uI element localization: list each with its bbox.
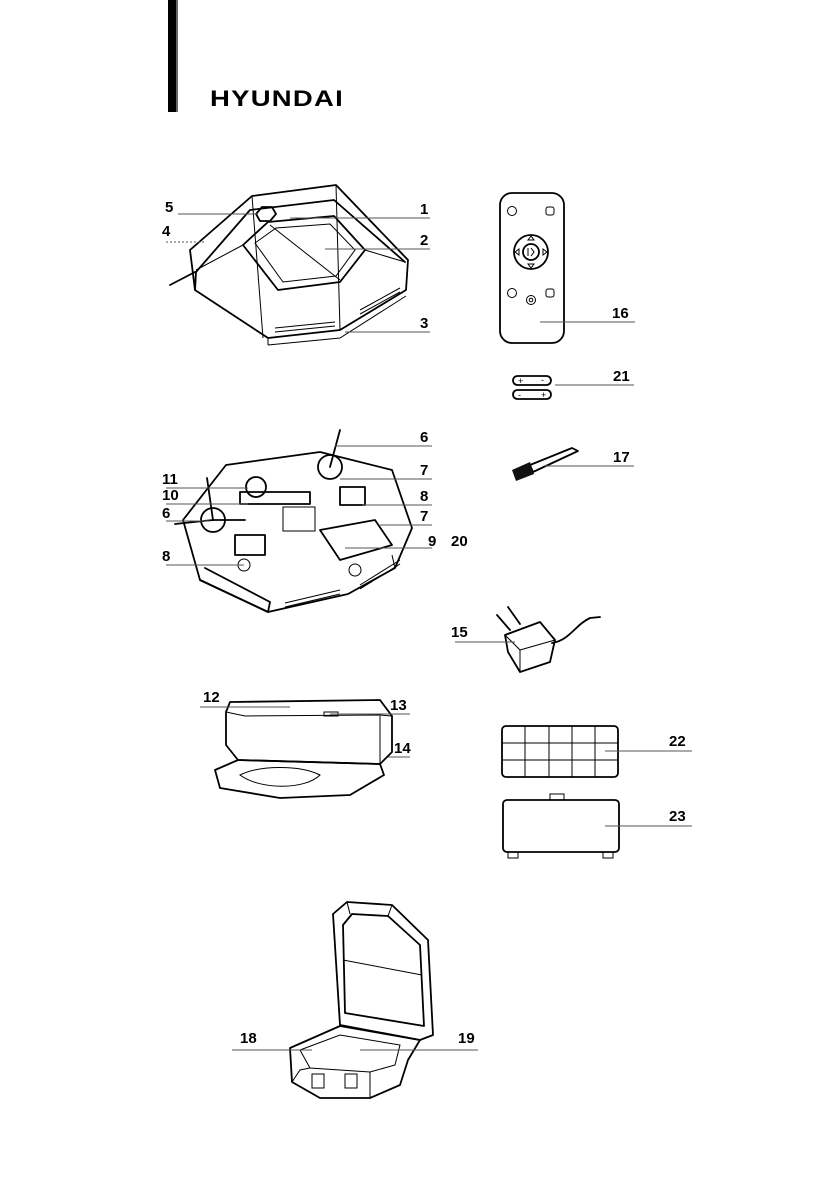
callout-9: 9 [428, 533, 436, 550]
batteries-drawing [512, 375, 634, 400]
dock-with-lid-drawing [232, 901, 478, 1099]
callout-15: 15 [451, 624, 468, 641]
callout-10: 10 [162, 487, 179, 504]
callout-8a: 8 [420, 488, 428, 505]
callout-14: 14 [394, 740, 411, 757]
brand-logo: HYUNDAI [210, 86, 345, 111]
callout-7b: 7 [420, 508, 428, 525]
remote-control-drawing [499, 192, 635, 344]
battery-minus-1: - [541, 375, 544, 385]
battery-plus-1: + [518, 376, 523, 386]
dust-box-drawing [502, 793, 692, 859]
callout-16: 16 [612, 305, 629, 322]
callout-11: 11 [162, 471, 178, 488]
power-adapter-drawing [455, 606, 601, 673]
header-bar-shadow [176, 0, 178, 112]
header-black-bar [168, 0, 177, 112]
callout-19: 19 [458, 1030, 475, 1047]
callout-13: 13 [390, 697, 407, 714]
robot-bottom-view [166, 429, 432, 613]
callout-23: 23 [669, 808, 686, 825]
charging-base-drawing [200, 699, 410, 799]
battery-plus-2: + [541, 390, 546, 400]
callout-1: 1 [420, 201, 428, 218]
cleaning-brush-drawing [512, 447, 634, 481]
callout-20: 20 [451, 533, 468, 550]
callout-18: 18 [240, 1030, 257, 1047]
callout-6b: 6 [162, 505, 170, 522]
filter-grid-drawing [501, 725, 692, 778]
callout-5: 5 [165, 199, 173, 216]
callout-3: 3 [420, 315, 428, 332]
callout-4: 4 [162, 223, 171, 240]
callout-21: 21 [613, 368, 630, 385]
battery-minus-2: - [518, 390, 521, 400]
callout-17: 17 [613, 449, 630, 466]
robot-top-view [166, 184, 430, 346]
callout-2: 2 [420, 232, 428, 249]
callout-6a: 6 [420, 429, 428, 446]
callout-12: 12 [203, 689, 220, 706]
callout-8b: 8 [162, 548, 170, 565]
callout-22: 22 [669, 733, 686, 750]
callout-7a: 7 [420, 462, 428, 479]
